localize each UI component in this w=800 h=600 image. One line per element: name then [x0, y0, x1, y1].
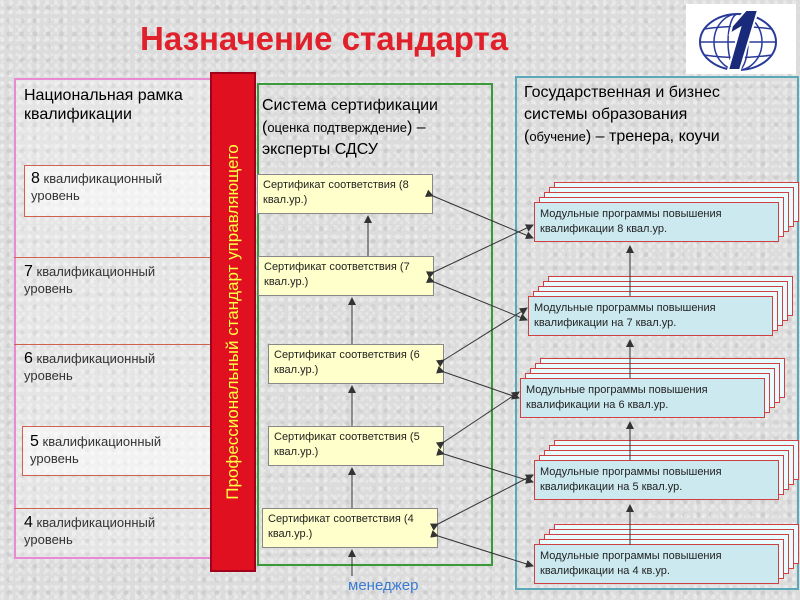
level-5-text: квалификационный уровень	[30, 434, 162, 466]
cert-program-link-4a	[429, 474, 534, 531]
program-level-8: Модульные программы повышения квалификац…	[534, 202, 779, 242]
national-framework-panel	[14, 78, 214, 559]
page-title: Назначение стандарта	[140, 20, 509, 57]
globe-1-logo-icon	[686, 4, 796, 74]
cert-program-link-7b	[435, 307, 528, 368]
manager-label: менеджер	[348, 577, 419, 594]
education-heading-line2: системы образования	[524, 106, 688, 123]
certification-heading-main: Система сертификации	[262, 97, 438, 114]
education-heading-small: обучение	[529, 129, 586, 144]
certification-heading: Система сертификации (оценка подтвержден…	[262, 95, 492, 161]
level-7-number: 7	[24, 263, 33, 280]
level-4-row: 4 квалификационный уровень	[14, 508, 214, 558]
cert-program-link-5a	[435, 391, 520, 450]
education-heading-paren-open: (	[524, 128, 530, 145]
education-systems-heading: Государственная и бизнес системы образов…	[524, 82, 794, 148]
certificate-level-5: Сертификат соответствия (5 квал.ур.)	[268, 426, 444, 466]
cert-program-link-5b	[436, 448, 534, 484]
certification-heading-paren-open: (	[262, 119, 268, 136]
certificate-level-4: Сертификат соответствия (4 квал.ур.)	[262, 508, 438, 548]
cert-program-link-4b	[430, 530, 534, 568]
level-7-text: квалификационный уровень	[24, 264, 156, 296]
certificate-level-8: Сертификат соответствия (8 квал.ур.)	[257, 174, 433, 214]
program-level-6: Модульные программы повышения квалификац…	[520, 378, 765, 418]
certification-heading-tail: эксперты СДСУ	[262, 141, 378, 158]
level-5-box: 5 квалификационный уровень	[22, 426, 216, 476]
national-framework-heading: Национальная рамка квалификации	[24, 87, 183, 123]
level-8-text: квалификационный уровень	[31, 171, 163, 203]
level-6-row: 6 квалификационный уровень	[14, 344, 214, 394]
program-level-5: Модульные программы повышения квалификац…	[534, 460, 779, 500]
program-level-7: Модульные программы повышения квалификац…	[528, 296, 773, 336]
certificate-level-6: Сертификат соответствия (6 квал.ур.)	[268, 344, 444, 384]
certification-heading-paren-close: ) –	[407, 119, 426, 136]
level-6-text: квалификационный уровень	[24, 351, 156, 383]
education-heading-line1: Государственная и бизнес	[524, 84, 720, 101]
cert-program-link-6	[436, 365, 520, 400]
certification-heading-small: оценка подтверждение	[267, 120, 408, 135]
level-8-number: 8	[31, 170, 40, 187]
level-7-row: 7 квалификационный уровень	[14, 257, 214, 307]
professional-standard-bar	[210, 72, 256, 572]
level-8-box: 8 квалификационный уровень	[24, 165, 218, 217]
cert-program-link-8b	[425, 224, 534, 279]
cert-program-link-7a	[426, 275, 528, 322]
level-6-number: 6	[24, 350, 33, 367]
education-heading-tail: ) – тренера, коучи	[585, 128, 720, 145]
level-4-number: 4	[24, 514, 33, 531]
certificate-level-7: Сертификат соответствия (7 квал.ур.)	[258, 256, 434, 296]
level-5-number: 5	[30, 433, 39, 450]
level-4-text: квалификационный уровень	[24, 515, 156, 547]
program-level-4: Модульные программы повышения квалификац…	[534, 544, 779, 584]
